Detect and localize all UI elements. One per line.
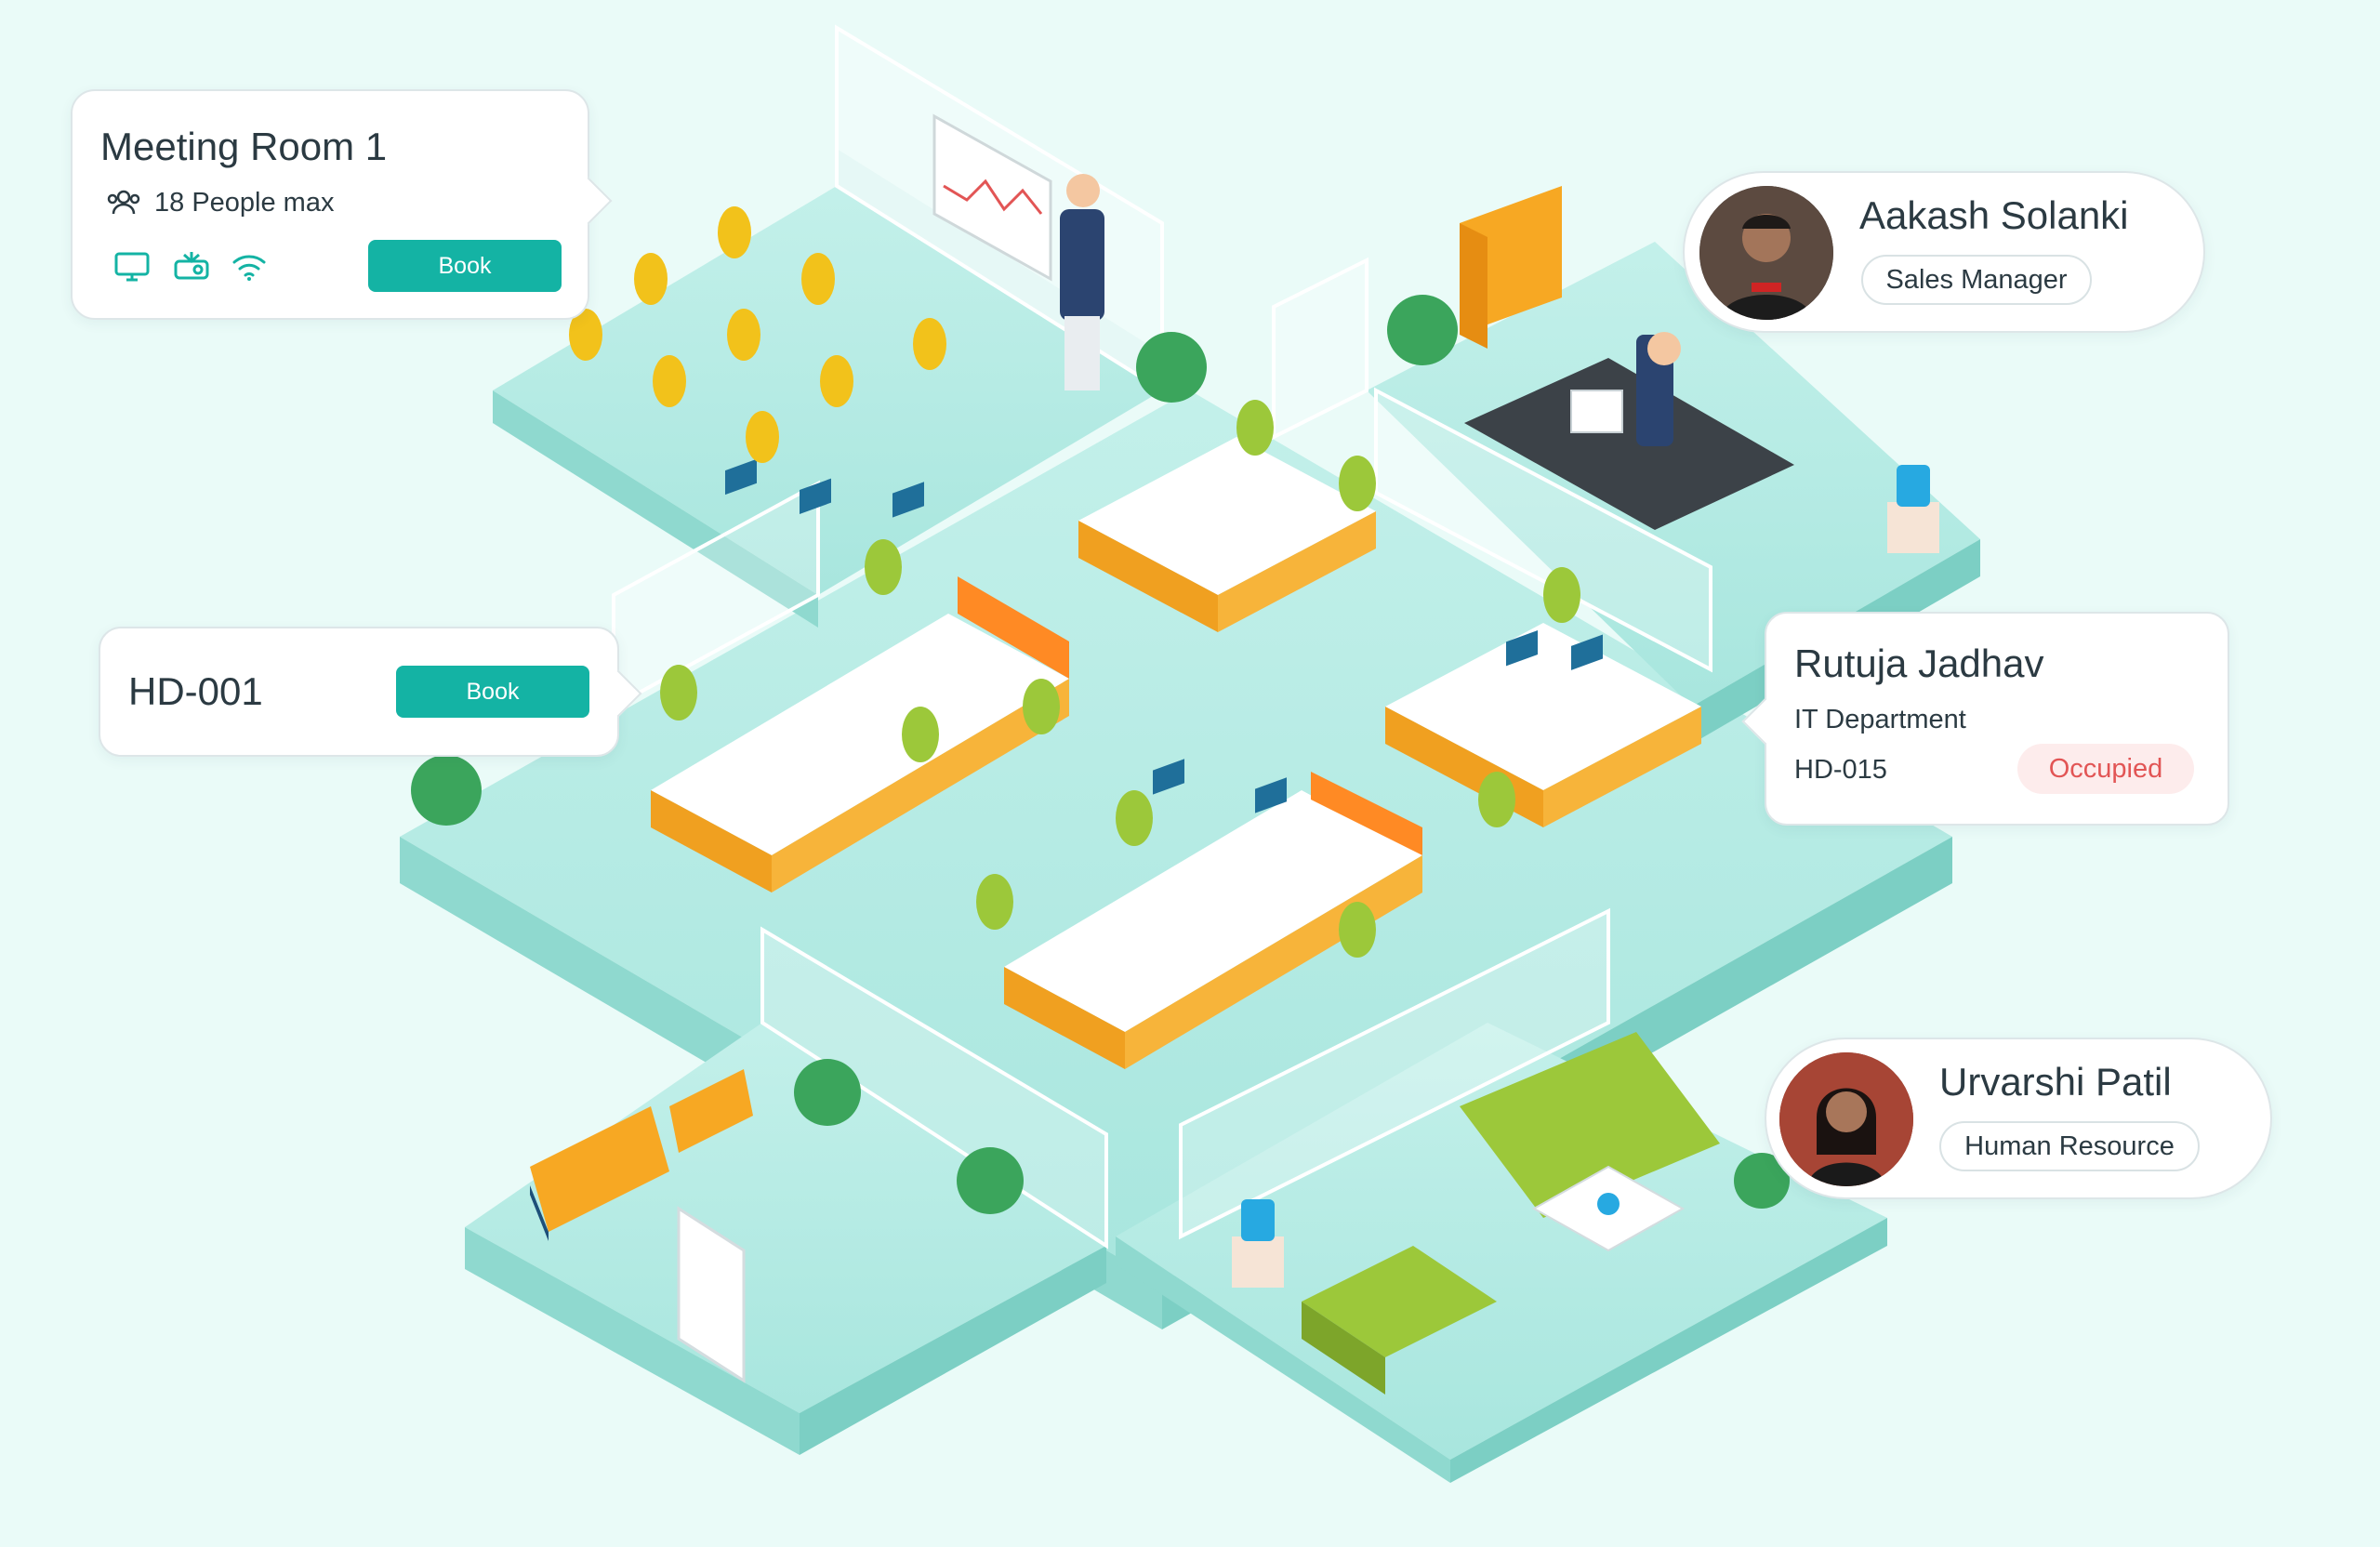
plants bbox=[411, 295, 1790, 1214]
desk-id: HD-001 bbox=[128, 669, 263, 713]
occupied-desk-card: Rutuja Jadhav IT Department HD-015 Occup… bbox=[1741, 612, 2229, 826]
profile-card-aakash: Aakash Solanki Sales Manager bbox=[1683, 171, 2205, 333]
manager-desk bbox=[1464, 332, 1794, 530]
profile-role: Human Resource bbox=[1939, 1121, 2200, 1171]
people-icon bbox=[106, 188, 141, 220]
profile-name: Aakash Solanki bbox=[1859, 193, 2129, 237]
whiteboard bbox=[932, 113, 1052, 282]
profile-name: Urvarshi Patil bbox=[1939, 1060, 2172, 1104]
meeting-room-title: Meeting Room 1 bbox=[100, 125, 388, 168]
laptops bbox=[725, 458, 1603, 813]
wifi-icon bbox=[231, 251, 268, 287]
water-coolers bbox=[1232, 465, 1939, 1288]
occupied-desk-id: HD-015 bbox=[1794, 755, 1887, 785]
profile-card-urvarshi: Urvarshi Patil Human Resource bbox=[1765, 1038, 2272, 1199]
meeting-chairs bbox=[569, 206, 946, 463]
occupant-name: Rutuja Jadhav bbox=[1794, 641, 2044, 685]
coffee-table bbox=[1531, 1165, 1686, 1252]
status-badge: Occupied bbox=[2017, 744, 2194, 794]
bookshelf bbox=[1460, 186, 1562, 349]
meeting-room-capacity: 18 People max bbox=[154, 188, 335, 218]
avatar bbox=[1779, 1052, 1913, 1186]
profile-role: Sales Manager bbox=[1861, 255, 2092, 305]
meeting-room-card: Meeting Room 1 18 People max Book bbox=[71, 89, 613, 320]
office-chairs bbox=[660, 400, 1580, 958]
projector-icon bbox=[173, 249, 210, 287]
presenter-figure bbox=[1060, 174, 1104, 390]
meeting-room-book-button[interactable]: Book bbox=[368, 240, 562, 292]
desk-card-hd-001: HD-001 Book bbox=[99, 627, 642, 757]
door bbox=[677, 1206, 746, 1383]
occupant-department: IT Department bbox=[1794, 705, 1966, 734]
lounge-sofas bbox=[530, 1032, 1720, 1395]
avatar bbox=[1699, 186, 1833, 320]
desk-book-button[interactable]: Book bbox=[396, 666, 589, 718]
monitor-icon bbox=[113, 251, 151, 287]
